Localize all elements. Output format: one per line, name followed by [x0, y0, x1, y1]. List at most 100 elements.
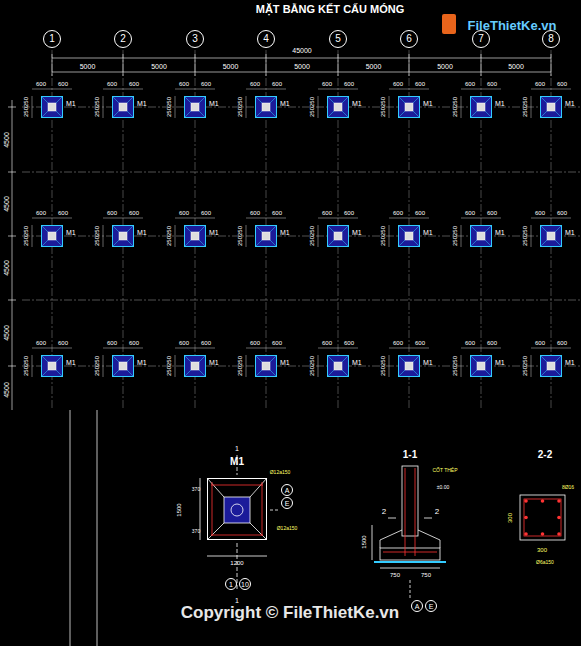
footing-plan: M1 [327, 225, 349, 247]
grid-bubble: 1 [225, 578, 237, 590]
dimension-text: 5000 [437, 63, 453, 70]
footing-dimension: 600 [344, 210, 354, 216]
footing-dimension: 600 [415, 210, 425, 216]
footing-detail-plan [200, 455, 280, 590]
detail-note: 300 [507, 513, 513, 523]
detail-note: 8Ø16 [562, 485, 574, 490]
dimension-text: 4500 [3, 196, 10, 212]
axis-number: E [285, 500, 290, 507]
footing-mark: M1 [495, 229, 505, 236]
axis-number: E [429, 603, 434, 610]
footing-symbol [471, 356, 491, 376]
section-title: 1-1 [403, 450, 417, 460]
footing-dimension: 250250 [452, 356, 458, 376]
footing-plan: M1 [184, 96, 206, 118]
footing-symbol [185, 356, 205, 376]
footing-dimension: 600 [58, 210, 68, 216]
footing-dimension: 600 [393, 210, 403, 216]
footing-symbol [42, 226, 62, 246]
footing-dimension: 250250 [237, 356, 243, 376]
footing-symbol [328, 97, 348, 117]
footing-dimension: 600 [272, 340, 282, 346]
footing-dimension: 600 [36, 81, 46, 87]
grid-bubble: 3 [186, 30, 204, 48]
dimension-text: 5000 [151, 63, 167, 70]
footing-symbol [113, 226, 133, 246]
footing-plan: M1 [470, 96, 492, 118]
footing-symbol [256, 226, 276, 246]
footing-plan: M1 [41, 225, 63, 247]
footing-mark: M1 [352, 100, 362, 107]
footing-dimension: 250250 [309, 356, 315, 376]
footing-dimension: 600 [322, 81, 332, 87]
footing-dimension: 250250 [309, 226, 315, 246]
grid-lines [8, 50, 581, 646]
footing-dimension: 600 [272, 210, 282, 216]
dimension-text: 5000 [80, 63, 96, 70]
footing-dimension: 600 [535, 81, 545, 87]
detail-note: CỐT THÉP [432, 468, 457, 473]
footing-plan: M1 [184, 355, 206, 377]
axis-number: A [415, 603, 420, 610]
footing-mark: M1 [565, 100, 575, 107]
footing-dimension: 600 [487, 340, 497, 346]
footing-symbol [42, 97, 62, 117]
footing-dimension: 600 [272, 81, 282, 87]
grid-bubble: 8 [542, 30, 560, 48]
footing-mark: M1 [66, 359, 76, 366]
footing-plan: M1 [398, 355, 420, 377]
footing-dimension: 250250 [94, 226, 100, 246]
dimension-text: 5000 [223, 63, 239, 70]
footing-section [372, 466, 446, 598]
grid-bubble: 5 [329, 30, 347, 48]
detail-note: 1200 [230, 560, 243, 566]
footing-mark: M1 [280, 100, 290, 107]
footing-dimension: 600 [487, 210, 497, 216]
dimension-text: 5000 [294, 63, 310, 70]
footing-dimension: 250250 [522, 356, 528, 376]
axis-number: A [285, 487, 290, 494]
footing-plan: M1 [41, 355, 63, 377]
axis-number: 7 [478, 34, 484, 44]
dimension-text: 5000 [508, 63, 524, 70]
detail-note: 370 [192, 487, 200, 492]
footing-dimension: 600 [107, 210, 117, 216]
footing-mark: M1 [565, 359, 575, 366]
footing-dimension: 600 [201, 81, 211, 87]
footing-symbol [399, 97, 419, 117]
axis-number: 1 [49, 34, 55, 44]
grid-bubble: 2 [114, 30, 132, 48]
footing-dimension: 250250 [94, 97, 100, 117]
dimension-text: 4500 [3, 260, 10, 276]
footing-symbol [185, 97, 205, 117]
footing-dimension: 600 [250, 340, 260, 346]
footing-mark: M1 [423, 100, 433, 107]
footing-dimension: 600 [322, 340, 332, 346]
detail-note: 2 [435, 508, 439, 516]
axis-number: 1 [229, 581, 233, 588]
footing-plan: M1 [112, 96, 134, 118]
footing-mark: M1 [565, 229, 575, 236]
detail-note: ±0.00 [437, 485, 449, 490]
axis-number: 6 [406, 34, 412, 44]
detail-note: Ø12a150 [277, 526, 298, 531]
footing-dimension: 600 [58, 340, 68, 346]
footing-mark: M1 [209, 229, 219, 236]
footing-plan: M1 [184, 225, 206, 247]
footing-plan: M1 [398, 96, 420, 118]
footing-dimension: 600 [465, 81, 475, 87]
detail-note: 2 [382, 508, 386, 516]
footing-dimension: 600 [487, 81, 497, 87]
footing-dimension: 250250 [452, 226, 458, 246]
footing-mark: M1 [66, 100, 76, 107]
footing-dimension: 600 [465, 340, 475, 346]
dimension-text: 5000 [366, 63, 382, 70]
dimension-text: 4500 [3, 132, 10, 148]
footing-dimension: 600 [201, 340, 211, 346]
footing-mark: M1 [280, 229, 290, 236]
footing-plan: M1 [540, 96, 562, 118]
grid-bubble: A [281, 484, 293, 496]
footing-dimension: 250250 [23, 97, 29, 117]
footing-dimension: 600 [201, 210, 211, 216]
